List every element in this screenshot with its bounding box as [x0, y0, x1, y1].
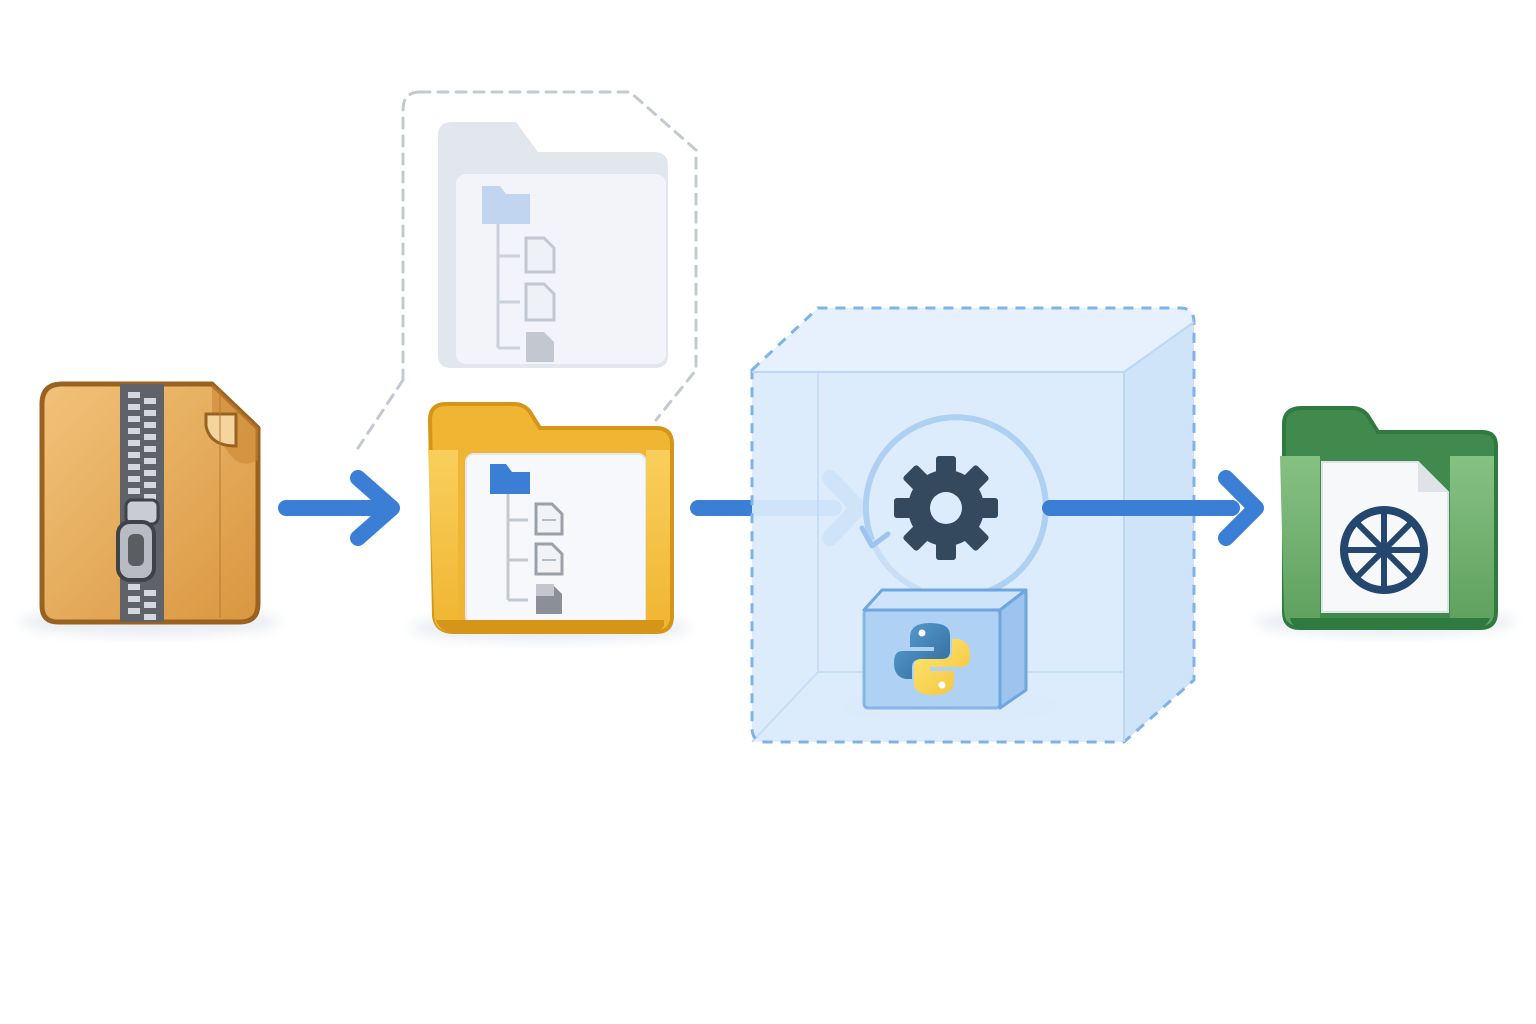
- folder-preview-callout: [356, 90, 698, 450]
- refresh-cycle-icon: [859, 414, 1049, 597]
- zipper-tooth: [128, 404, 140, 410]
- wheel-hub: [1376, 542, 1392, 558]
- python-runtime-box: [862, 588, 1028, 710]
- zipper-tooth: [144, 446, 156, 452]
- zipper-tooth: [128, 464, 140, 470]
- zipper-tooth: [128, 392, 140, 398]
- zipper-tooth: [128, 488, 140, 494]
- zipper-tooth: [144, 614, 156, 620]
- zipper-tooth: [128, 416, 140, 422]
- folder-tree-icon: [427, 402, 674, 634]
- zipper-tooth: [144, 590, 156, 596]
- zipper-tooth: [144, 602, 156, 608]
- gear-icon: [894, 456, 998, 560]
- ghost-folder-icon: [438, 122, 668, 368]
- arrow-archive-to-folder: [278, 470, 400, 546]
- file-icon: [534, 502, 564, 536]
- zipper-tooth: [144, 482, 156, 488]
- zipper-tooth: [144, 494, 156, 500]
- zipper-tooth: [144, 398, 156, 404]
- wheel-icon: [1340, 506, 1428, 594]
- zip-archive-icon: [39, 381, 261, 625]
- zipper-tooth: [128, 596, 140, 602]
- zipper-tooth: [128, 584, 140, 590]
- build-sandbox-cube: [750, 306, 1196, 744]
- file-icon: [534, 542, 564, 576]
- zipper-tooth: [144, 422, 156, 428]
- wheel-package-icon: [1280, 406, 1498, 630]
- zipper-tooth: [144, 434, 156, 440]
- zipper-tooth: [128, 476, 140, 482]
- zipper-tooth: [144, 458, 156, 464]
- zipper-tooth: [144, 410, 156, 416]
- zipper-tooth: [128, 608, 140, 614]
- binary-file-icon: [536, 584, 562, 614]
- zipper-tooth: [128, 428, 140, 434]
- zipper-tooth: [128, 440, 140, 446]
- zipper-tooth: [128, 452, 140, 458]
- zipper-teeth: [128, 392, 156, 620]
- zipper-pull-icon: [116, 498, 160, 582]
- arrow-sandbox-to-output: [1042, 470, 1264, 546]
- zipper-tooth: [144, 470, 156, 476]
- tree-root-folder-icon: [490, 464, 530, 494]
- gear-hole: [930, 492, 962, 524]
- wheel-rim: [1340, 506, 1428, 594]
- python-logo-icon: [894, 623, 970, 695]
